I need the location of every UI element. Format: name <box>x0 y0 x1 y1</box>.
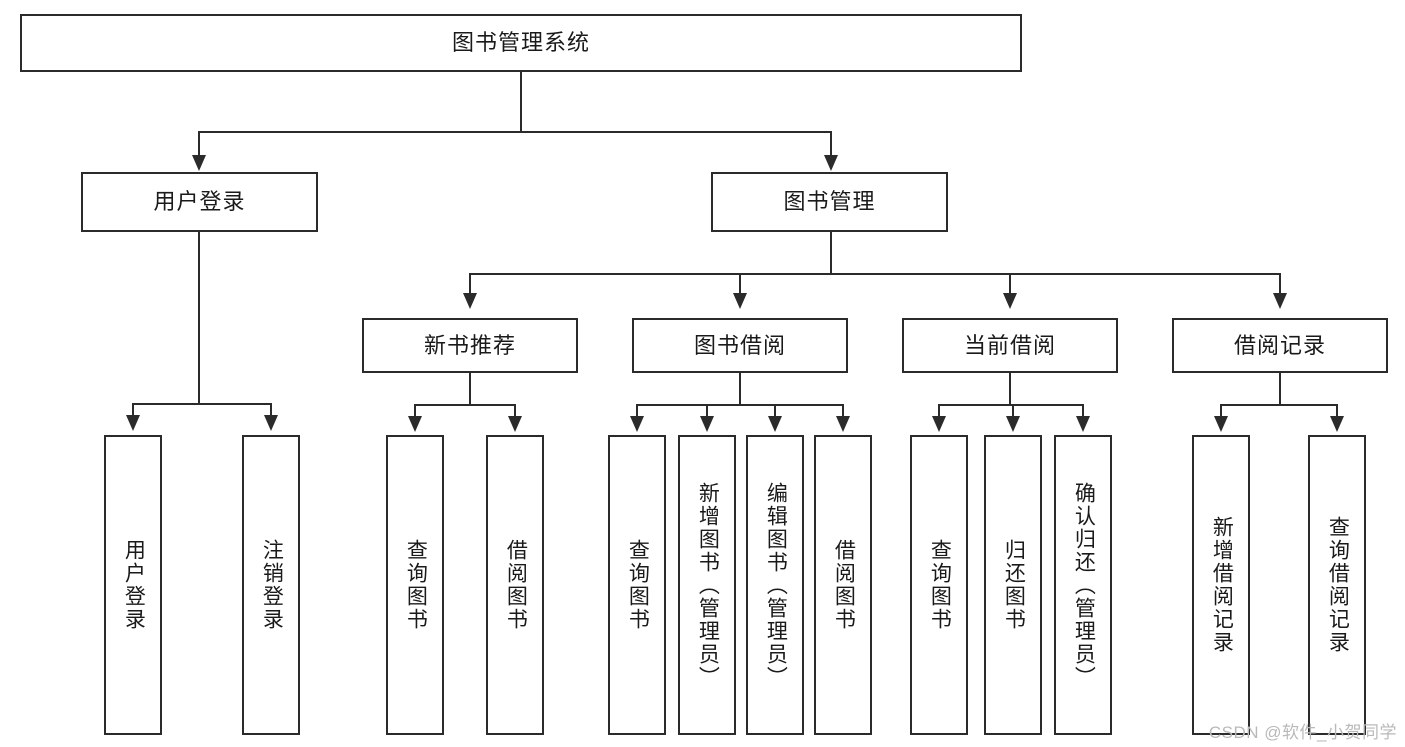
edge-bookmgmt-c4 <box>1279 273 1281 295</box>
edge-root-stem <box>520 72 522 132</box>
leaf-user-logout[interactable]: 注销登录 <box>242 435 300 735</box>
edge-records-b1 <box>1220 404 1222 418</box>
leaf-newbook-query-book[interactable]: 查询图书 <box>386 435 444 735</box>
node-book-borrow[interactable]: 图书借阅 <box>632 318 848 373</box>
edge-bookmgmt-c3 <box>1009 273 1011 295</box>
leaf-borrow-edit-book-admin[interactable]: 编辑图书（管理员） <box>746 435 804 735</box>
edge-login-bus <box>132 403 270 405</box>
edge-borrow-bus <box>636 404 843 406</box>
edge-borrow-b2 <box>706 404 708 418</box>
node-book-borrow-label: 图书借阅 <box>693 332 786 358</box>
edge-login-b2 <box>270 403 272 417</box>
edge-current-stem <box>1009 373 1011 405</box>
edge-bookmgmt-c1 <box>469 273 471 295</box>
leaf-current-query-book-label: 查询图书 <box>928 539 952 631</box>
arrow-bookmgmt-newbook <box>463 293 477 309</box>
edge-login-b1 <box>132 403 134 417</box>
edge-bookmgmt-bus <box>469 273 1281 275</box>
leaf-current-confirm-return-admin[interactable]: 确认归还（管理员） <box>1054 435 1112 735</box>
arrow-newbook-leaf2 <box>508 416 522 432</box>
node-root[interactable]: 图书管理系统 <box>20 14 1022 72</box>
leaf-newbook-borrow-book[interactable]: 借阅图书 <box>486 435 544 735</box>
leaf-user-login-label: 用户登录 <box>122 539 146 631</box>
leaf-borrow-lend-book[interactable]: 借阅图书 <box>814 435 872 735</box>
edge-root-to-login <box>198 131 200 159</box>
node-borrow-records-label: 借阅记录 <box>1233 332 1326 358</box>
arrow-records-leaf2 <box>1330 416 1344 432</box>
arrow-bookmgmt-borrow <box>733 293 747 309</box>
arrow-bookmgmt-current <box>1003 293 1017 309</box>
leaf-records-query-record[interactable]: 查询借阅记录 <box>1308 435 1366 735</box>
arrow-login-leaf2 <box>264 415 278 431</box>
leaf-borrow-lend-book-label: 借阅图书 <box>832 539 856 631</box>
edge-current-bus <box>938 404 1082 406</box>
node-new-book-recommend[interactable]: 新书推荐 <box>362 318 578 373</box>
arrow-records-leaf1 <box>1214 416 1228 432</box>
leaf-records-add-record-label: 新增借阅记录 <box>1210 516 1234 654</box>
arrow-root-to-bookmgmt <box>824 155 838 171</box>
node-user-login-label: 用户登录 <box>153 189 246 215</box>
node-root-label: 图书管理系统 <box>451 30 590 56</box>
arrow-login-leaf1 <box>126 415 140 431</box>
arrow-borrow-leaf1 <box>630 416 644 432</box>
leaf-borrow-query-book[interactable]: 查询图书 <box>608 435 666 735</box>
leaf-current-return-book[interactable]: 归还图书 <box>984 435 1042 735</box>
edge-current-b3 <box>1082 404 1084 418</box>
edge-bookmgmt-stem <box>830 232 832 274</box>
arrow-root-to-login <box>192 155 206 171</box>
node-user-login[interactable]: 用户登录 <box>81 172 318 232</box>
leaf-newbook-query-book-label: 查询图书 <box>404 539 428 631</box>
node-borrow-records[interactable]: 借阅记录 <box>1172 318 1388 373</box>
arrow-current-leaf3 <box>1076 416 1090 432</box>
arrow-current-leaf1 <box>932 416 946 432</box>
node-book-management-label: 图书管理 <box>783 189 876 215</box>
arrow-borrow-leaf3 <box>768 416 782 432</box>
edge-current-b2 <box>1012 404 1014 418</box>
csdn-watermark: CSDN @软件_小贺同学 <box>1208 723 1397 742</box>
edge-borrow-b4 <box>842 404 844 418</box>
arrow-borrow-leaf4 <box>836 416 850 432</box>
edge-newbook-b2 <box>514 404 516 418</box>
leaf-current-query-book[interactable]: 查询图书 <box>910 435 968 735</box>
leaf-user-logout-label: 注销登录 <box>260 539 284 631</box>
leaf-borrow-edit-book-admin-label: 编辑图书（管理员） <box>764 481 788 689</box>
edge-newbook-b1 <box>414 404 416 418</box>
edge-newbook-bus <box>414 404 516 406</box>
node-current-borrow-label: 当前借阅 <box>963 332 1056 358</box>
edge-records-bus <box>1220 404 1337 406</box>
edge-records-stem <box>1279 373 1281 405</box>
leaf-borrow-add-book-admin-label: 新增图书（管理员） <box>696 481 720 689</box>
leaf-newbook-borrow-book-label: 借阅图书 <box>504 539 528 631</box>
arrow-bookmgmt-records <box>1273 293 1287 309</box>
arrow-newbook-leaf1 <box>408 416 422 432</box>
edge-login-stem <box>198 232 200 404</box>
leaf-records-add-record[interactable]: 新增借阅记录 <box>1192 435 1250 735</box>
edge-borrow-b3 <box>774 404 776 418</box>
arrow-borrow-leaf2 <box>700 416 714 432</box>
edge-newbook-stem <box>469 373 471 405</box>
edge-borrow-b1 <box>636 404 638 418</box>
node-book-management[interactable]: 图书管理 <box>711 172 948 232</box>
edge-root-bus <box>198 131 832 133</box>
leaf-current-return-book-label: 归还图书 <box>1002 539 1026 631</box>
leaf-borrow-add-book-admin[interactable]: 新增图书（管理员） <box>678 435 736 735</box>
leaf-records-query-record-label: 查询借阅记录 <box>1326 516 1350 654</box>
leaf-current-confirm-return-admin-label: 确认归还（管理员） <box>1072 481 1096 689</box>
edge-root-to-bookmgmt <box>830 131 832 159</box>
edge-current-b1 <box>938 404 940 418</box>
node-current-borrow[interactable]: 当前借阅 <box>902 318 1118 373</box>
edge-borrow-stem <box>739 373 741 405</box>
leaf-borrow-query-book-label: 查询图书 <box>626 539 650 631</box>
arrow-current-leaf2 <box>1006 416 1020 432</box>
leaf-user-login[interactable]: 用户登录 <box>104 435 162 735</box>
node-new-book-recommend-label: 新书推荐 <box>423 332 516 358</box>
edge-bookmgmt-c2 <box>739 273 741 295</box>
edge-records-b2 <box>1336 404 1338 418</box>
